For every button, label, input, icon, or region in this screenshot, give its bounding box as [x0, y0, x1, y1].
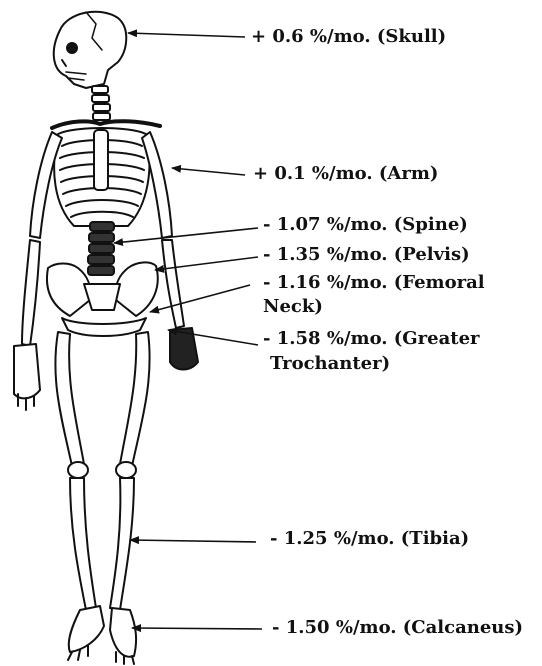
skull-pointer: [128, 33, 245, 37]
label-spine: - 1.07 %/mo. (Spine): [263, 214, 468, 236]
shoulders: [52, 121, 160, 128]
skull: [54, 12, 127, 88]
label-tibia: - 1.25 %/mo. (Tibia): [270, 528, 469, 550]
spine-pointer: [114, 228, 258, 243]
femurs: [55, 332, 149, 478]
label-skull: + 0.6 %/mo. (Skull): [251, 26, 446, 48]
rib-cage: [54, 128, 149, 226]
label-greater-trochanter-line2: Trochanter): [270, 353, 390, 375]
tibias: [70, 478, 134, 610]
neck-vertebrae: [92, 86, 110, 120]
feet: [68, 606, 136, 664]
label-femoral-neck-line1: - 1.16 %/mo. (Femoral: [263, 272, 485, 294]
calcaneus-pointer: [132, 628, 262, 629]
label-calcaneus: - 1.50 %/mo. (Calcaneus): [272, 617, 523, 639]
label-pelvis: - 1.35 %/mo. (Pelvis): [263, 244, 470, 266]
lumbar-vertebrae: [88, 222, 114, 275]
skeleton-drawing: [14, 12, 198, 664]
arm-pointer: [172, 168, 245, 175]
label-greater-trochanter-line1: - 1.58 %/mo. (Greater: [263, 328, 480, 350]
tibia-pointer: [130, 540, 256, 542]
label-arm: + 0.1 %/mo. (Arm): [253, 163, 438, 185]
femoral-neck-pointer: [150, 285, 250, 312]
label-femoral-neck-line2: Neck): [263, 296, 323, 318]
